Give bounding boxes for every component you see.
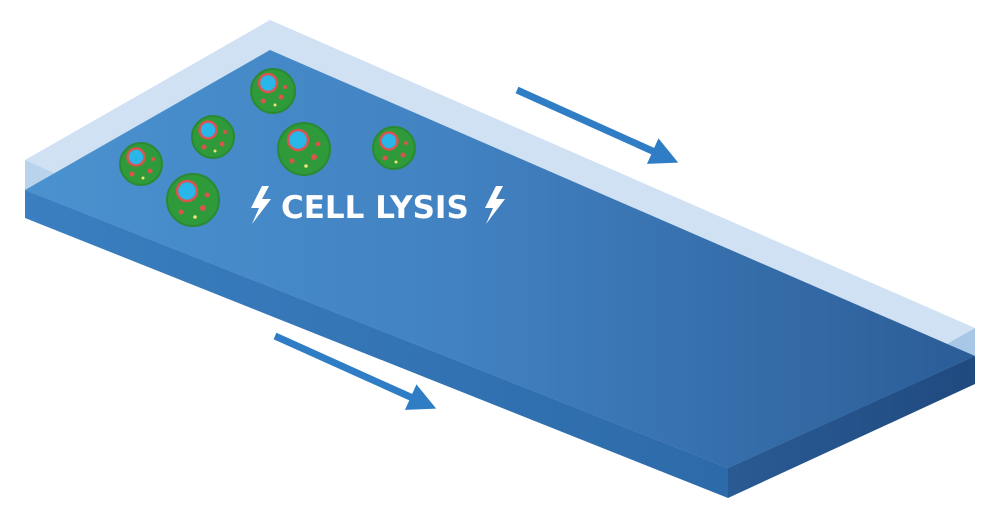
- cell: [277, 122, 331, 176]
- cells: [119, 68, 416, 227]
- flow-arrow-top: [515, 86, 679, 164]
- cell: [191, 115, 235, 159]
- flow-arrow-bottom: [273, 332, 437, 410]
- cell-lysis-label-group: CELL LYSIS: [251, 186, 505, 226]
- cell: [372, 126, 416, 170]
- channel-front-face: [25, 190, 728, 498]
- lightning-bolt-icon: [251, 186, 271, 224]
- cell: [166, 173, 220, 227]
- channel-top-face: [25, 50, 975, 468]
- cell: [119, 142, 163, 186]
- lightning-bolt-icon: [485, 186, 505, 224]
- channel-right-face: [728, 356, 975, 498]
- fluid-channel: [25, 50, 975, 498]
- cell-lysis-label: CELL LYSIS: [281, 190, 469, 226]
- cell: [250, 68, 296, 114]
